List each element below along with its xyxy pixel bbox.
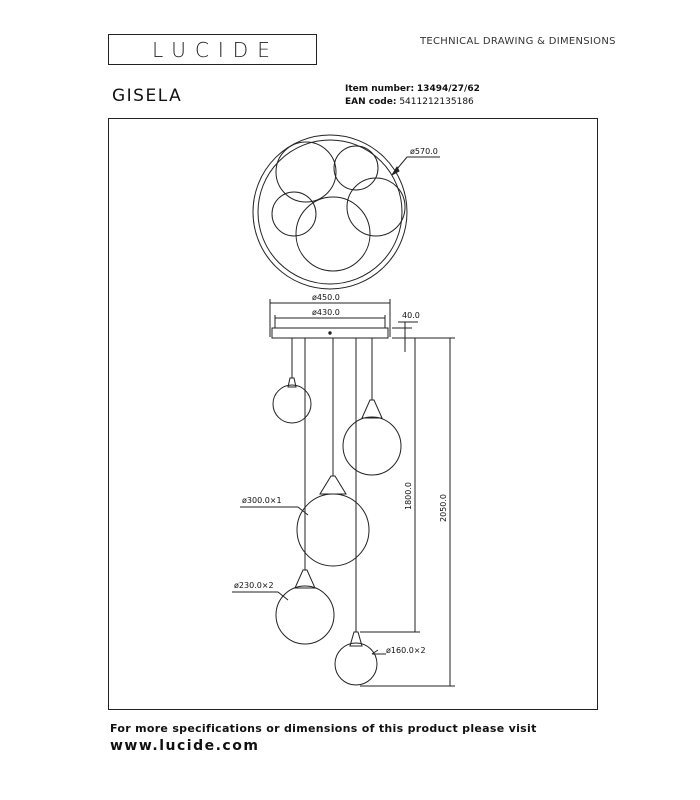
ean-code-line: EAN code: 5411212135186 xyxy=(345,97,474,107)
side-view-canopy: ø450.0 ø430.0 40.0 xyxy=(269,293,420,352)
leader-230-tip xyxy=(277,591,289,601)
footer-website-link[interactable]: www.lucide.com xyxy=(110,738,260,754)
globe-3 xyxy=(296,493,370,567)
height-dimensions: 1800.0 2050.0 xyxy=(360,337,455,687)
top-view: ø570.0 xyxy=(252,134,440,290)
ean-code-value: 5411212135186 xyxy=(399,97,474,107)
item-number-label: Item number: xyxy=(345,84,415,94)
ean-code-label: EAN code: xyxy=(345,97,397,107)
globe-3-neck xyxy=(319,475,347,495)
leader-160-tip xyxy=(371,649,379,655)
globe-small-label: ø160.0×2 xyxy=(386,646,426,655)
canopy-outer-label: ø450.0 xyxy=(312,293,340,302)
document-title: TECHNICAL DRAWING & DIMENSIONS xyxy=(420,36,616,47)
globe-2-neck xyxy=(361,399,383,419)
top-view-canopy-inner-circle xyxy=(257,139,403,285)
globe-5-neck xyxy=(349,631,363,647)
drop-2050-label: 2050.0 xyxy=(439,494,448,522)
globe-4-neck xyxy=(294,569,316,589)
canopy-inner-label: ø430.0 xyxy=(312,308,340,317)
leader-300-tip xyxy=(297,506,309,516)
item-number-line: Item number: 13494/27/62 xyxy=(345,84,480,94)
globe-1-neck xyxy=(287,377,297,388)
globe-large-label: ø300.0×1 xyxy=(242,496,282,505)
canopy-center-dot xyxy=(328,331,332,335)
footer-info-text: For more specifications or dimensions of… xyxy=(110,722,537,735)
product-name: GISELA xyxy=(112,86,183,106)
globe-medium-label: ø230.0×2 xyxy=(234,581,274,590)
top-view-canopy-outer-circle xyxy=(252,134,408,290)
pendants xyxy=(272,338,402,686)
top-view-arrow xyxy=(391,165,400,176)
globe-2 xyxy=(342,416,402,476)
item-number-value: 13494/27/62 xyxy=(416,84,480,94)
top-view-globe-3 xyxy=(346,177,406,237)
globe-1 xyxy=(272,384,312,424)
brand-logo: LUCIDE xyxy=(108,34,317,65)
globe-5 xyxy=(334,642,378,686)
globe-labels: ø300.0×1 ø230.0×2 ø160.0×2 xyxy=(232,496,426,655)
canopy-plate xyxy=(271,327,389,339)
globe-4 xyxy=(275,585,335,645)
top-view-diameter-leader xyxy=(391,156,440,176)
drawing-frame xyxy=(108,118,598,710)
top-view-globe-1 xyxy=(275,141,337,203)
top-view-globe-5 xyxy=(295,196,371,272)
brand-logo-text: LUCIDE xyxy=(152,37,279,62)
top-view-globe-2 xyxy=(333,145,379,191)
drop-1800-label: 1800.0 xyxy=(404,482,413,510)
top-view-globe-4 xyxy=(271,191,317,237)
canopy-height-label: 40.0 xyxy=(402,311,420,320)
top-view-diameter-label: ø570.0 xyxy=(410,147,438,156)
